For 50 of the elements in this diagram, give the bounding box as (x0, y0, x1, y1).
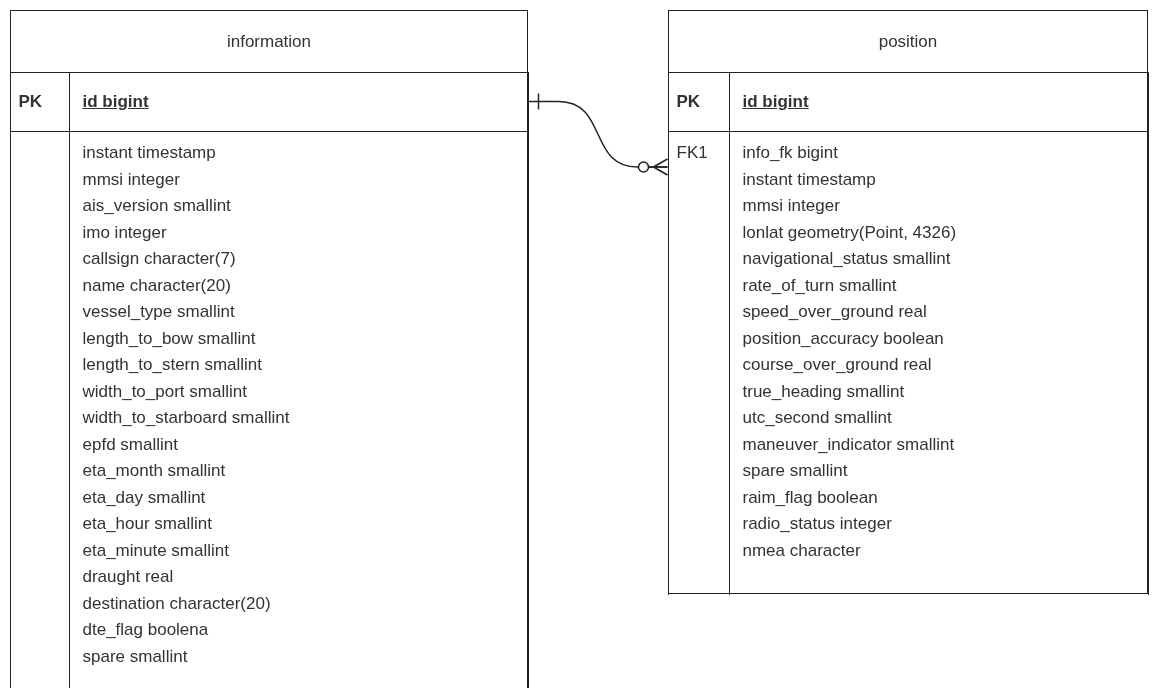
field-name: true_heading smallint (742, 381, 905, 402)
table-title: information (226, 31, 312, 52)
field-name: eta_minute smallint (82, 540, 229, 561)
field-name: callsign character(7) (82, 249, 236, 269)
attribute-section (9, 131, 529, 688)
field-name: speed_over_ground real (742, 302, 927, 322)
field-name: eta_day smallint (82, 487, 206, 508)
field-name: utc_second smallint (742, 408, 892, 428)
field-name: course_over_ground real (742, 355, 932, 375)
field-name: maneuver_indicator smallint (742, 434, 955, 455)
field-name: length_to_bow smallint (82, 328, 256, 349)
field-name: spare smallint (742, 461, 848, 481)
primary-key-row (9, 72, 529, 131)
field-name: vessel_type smallint (82, 302, 235, 322)
primary-key-field: id bigint (742, 92, 809, 112)
relationship-connector (527, 92, 669, 176)
entity-table (10, 10, 528, 688)
field-name: destination character(20) (82, 593, 271, 614)
field-name: instant timestamp (742, 169, 876, 190)
field-name: width_to_port smallint (82, 381, 247, 402)
field-name: name character(20) (82, 275, 231, 296)
primary-key-field: id bigint (82, 92, 149, 112)
field-name: position_accuracy boolean (742, 328, 944, 349)
field-name: nmea character (742, 540, 861, 561)
primary-key-row (667, 72, 1149, 131)
field-name: eta_hour smallint (82, 514, 212, 534)
entity-table (668, 10, 1148, 594)
field-name: imo integer (82, 222, 167, 243)
field-name: rate_of_turn smallint (742, 275, 897, 296)
field-name: raim_flag boolean (742, 487, 878, 508)
field-name: mmsi integer (742, 196, 840, 216)
field-name: eta_month smallint (82, 461, 226, 481)
field-name: mmsi integer (82, 169, 180, 190)
attribute-section (667, 131, 1149, 595)
field-name: width_to_starboard smallint (82, 408, 290, 428)
field-name: instant timestamp (82, 143, 216, 163)
field-name: info_fk bigint (742, 143, 838, 163)
key-label: FK1 (676, 143, 708, 163)
field-name: lonlat geometry(Point, 4326) (742, 222, 957, 243)
key-label: PK (18, 92, 43, 112)
field-name: spare smallint (82, 646, 188, 667)
field-name: length_to_stern smallint (82, 355, 263, 375)
field-name: radio_status integer (742, 514, 892, 534)
field-name: draught real (82, 567, 174, 587)
field-name: dte_flag boolena (82, 620, 209, 640)
key-label: PK (676, 92, 701, 112)
table-title: position (878, 31, 938, 52)
field-name: epfd smallint (82, 434, 178, 455)
field-name: navigational_status smallint (742, 249, 951, 269)
field-name: ais_version smallint (82, 196, 231, 216)
